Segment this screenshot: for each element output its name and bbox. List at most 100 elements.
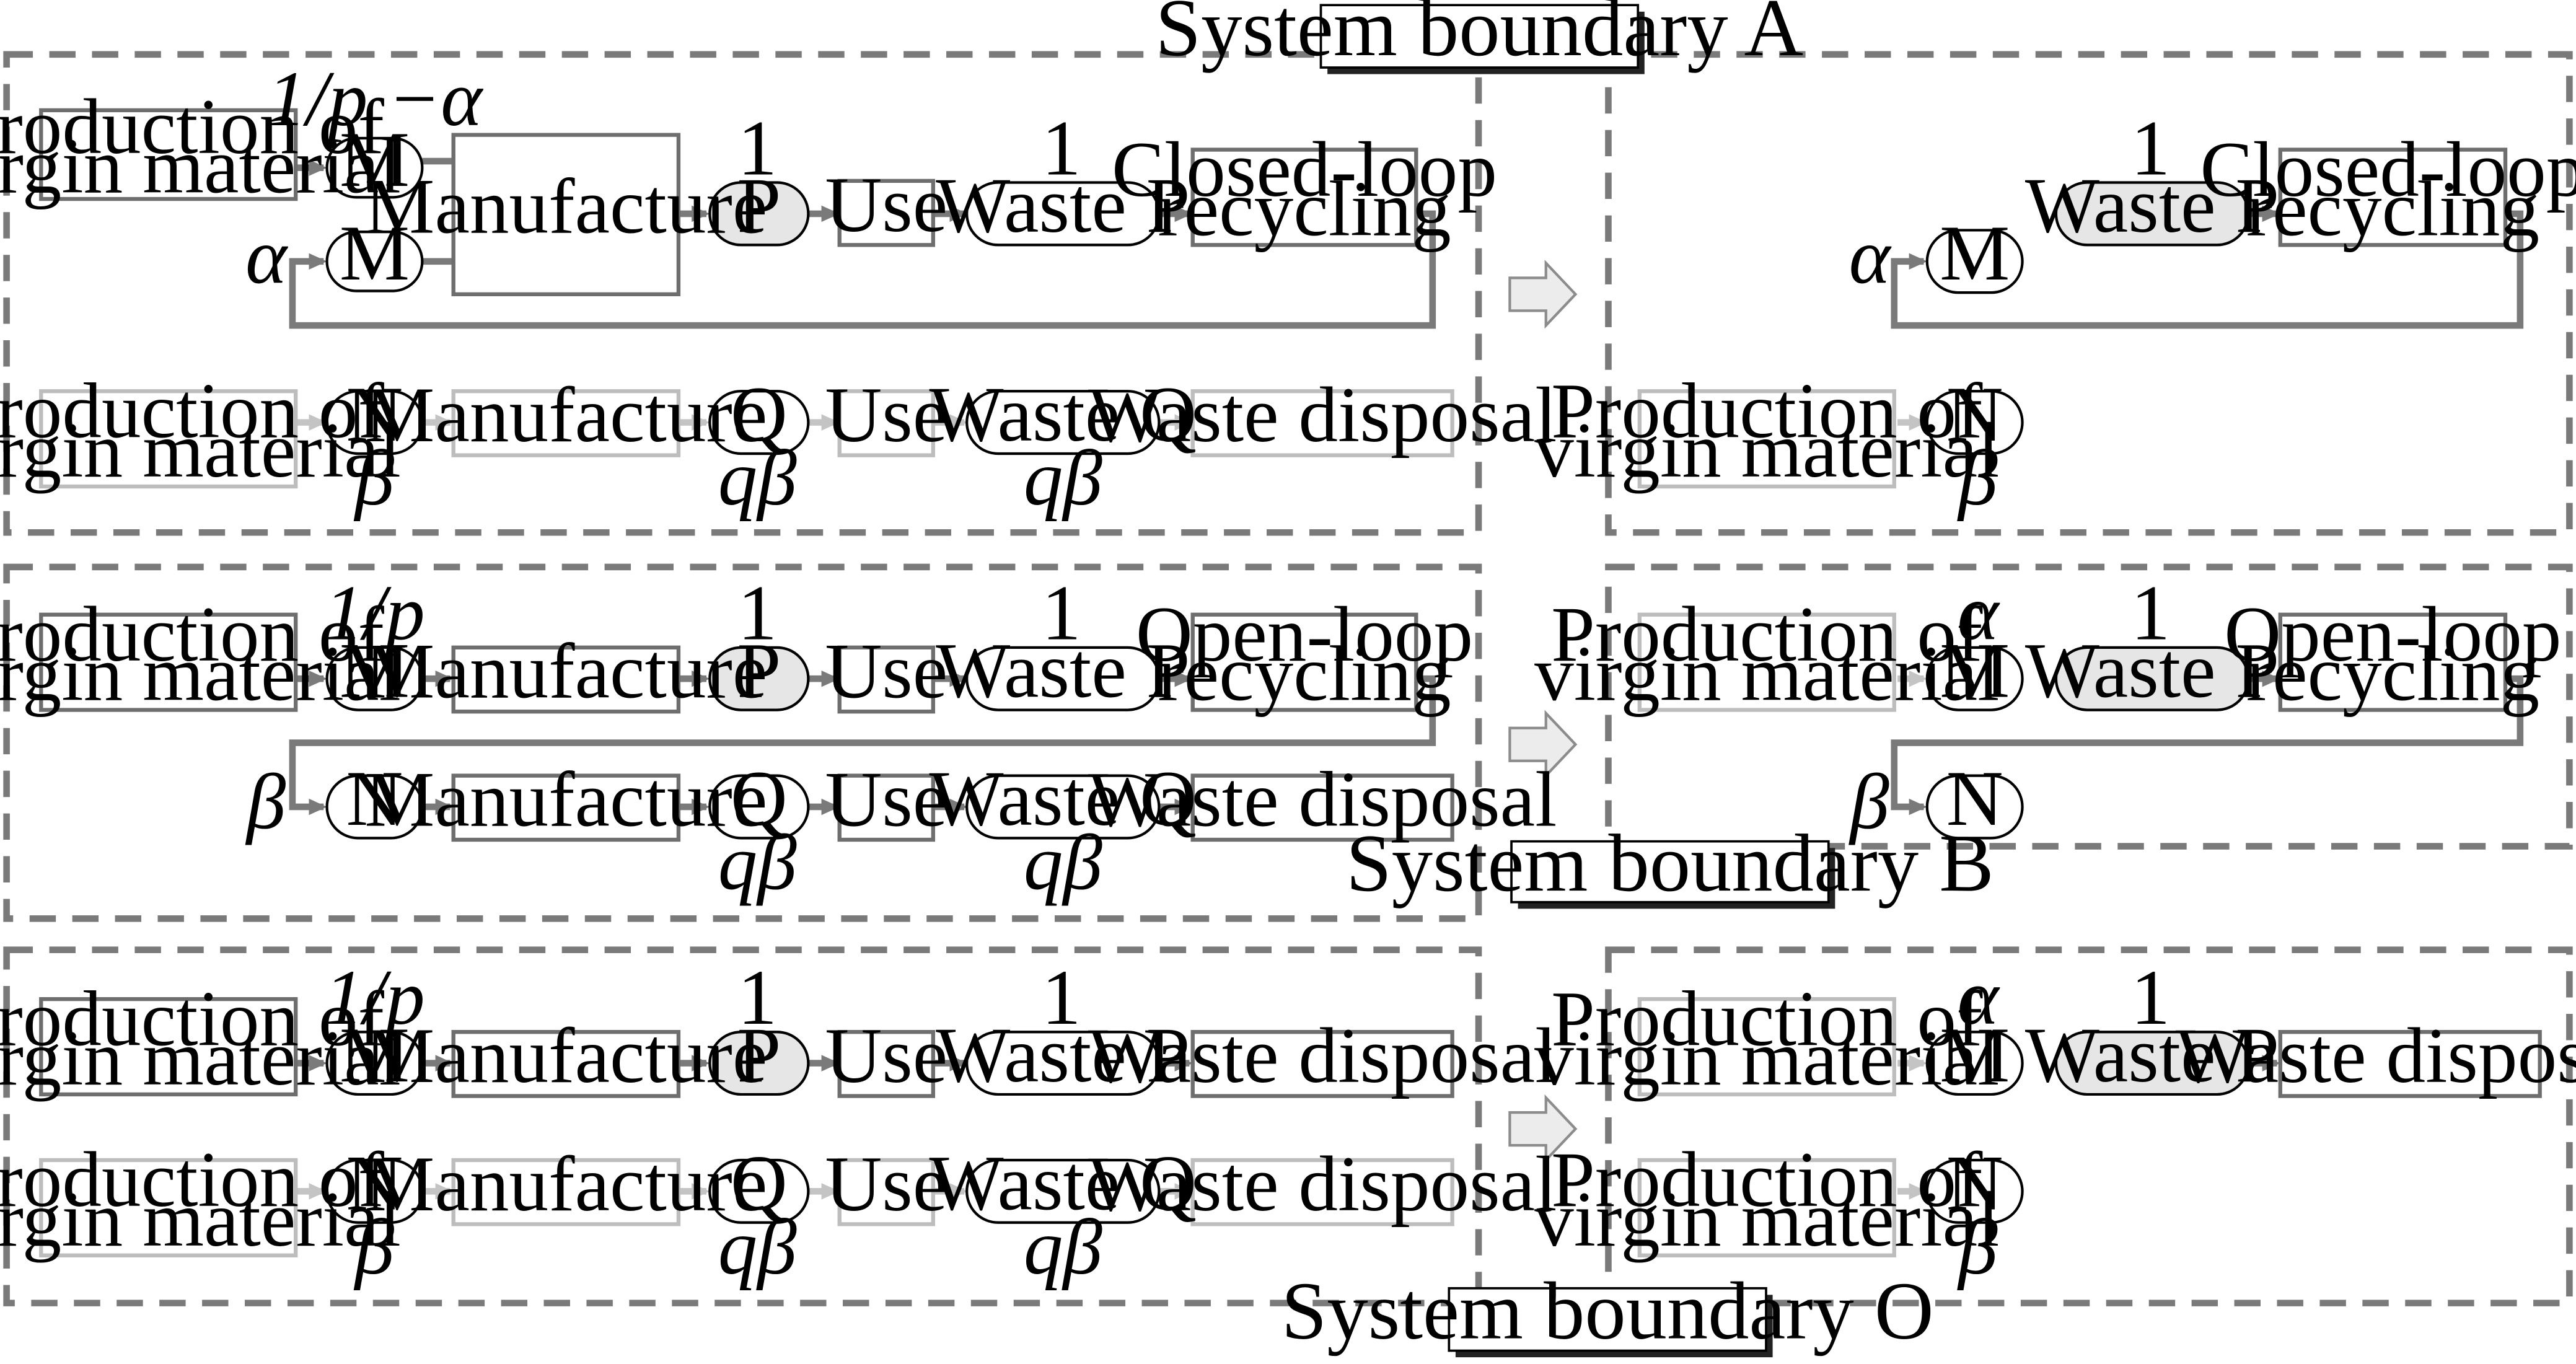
a-manufacture-q-label: Manufacture [364,371,767,459]
b-material-n [325,774,424,840]
a-prod-virgin-n-label-line-2: virgin material [0,407,401,494]
br-flow-open-loop-n [1891,675,2524,816]
or-qty-waste-p: 1 [2131,954,2171,1041]
a-product-q [708,390,810,455]
b-manufacture-p [451,645,681,714]
br-waste-p [2054,646,2250,711]
b-prod-virgin-label-line-2: virgin material [0,630,401,718]
system-boundary-b [1510,840,1830,904]
a-waste-disposal-q [1190,389,1454,457]
a-waste-disposal-q-label: Waste disposal [1088,371,1557,459]
b-use-q [837,773,936,842]
a-closed-loop-label-line-1: Closed-loop [1112,126,1497,213]
or-prod-virgin-n-label-line-2: virgin material [1534,1176,1999,1263]
o-prod-virgin-n-label-line-2: virgin material [0,1176,401,1263]
br-material-n [1925,774,2024,840]
br-prod-virgin-label-line-1: Production of [1551,591,1983,678]
a-material-m-virgin [325,136,424,199]
ar-closed-loop-label-line-2: recycling [2246,165,2539,252]
system-boundary-o [1448,1287,1767,1352]
o-waste-disposal-q [1190,1158,1454,1226]
o-qty-waste-q-beta: qβ [1024,1203,1103,1291]
o-waste-p [965,1031,1161,1096]
b-open-loop-label-line-2: recycling [1158,630,1451,718]
b-qty-virgin: 1/p [324,570,425,657]
a-product-p [708,181,810,247]
a-prod-virgin [39,108,298,201]
a-waste-p [965,181,1161,247]
br-qty-beta: β [1848,758,1889,845]
or-prod-virgin-m [1637,997,1896,1097]
ar-flow-closed-loop-return [1891,210,2524,329]
br-open-loop-label-line-1: Open-loop [2224,591,2561,678]
o-prod-virgin-n [39,1158,298,1257]
frame-o-right [1605,946,2573,1306]
b-use-q-label: Use [825,756,947,843]
b-product-p [708,646,810,711]
or-prod-virgin-n-label-line-1: Production of [1551,1136,1983,1223]
b-manufacture-q-label: Manufacture [364,756,767,843]
br-prod-virgin [1637,612,1896,712]
a-flow-closed-loop-return [289,210,1436,329]
or-waste-p-label: Waste P [2025,1011,2279,1099]
b-use-p-label: Use [825,628,947,715]
ar-material-m [1925,229,2024,294]
transition-arrow-b [1508,710,1578,779]
ar-closed-loop-label-line-1: Closed-loop [2200,126,2576,213]
o-material-n-label: N [346,1140,403,1227]
o-qty-q-beta: qβ [718,1203,798,1291]
transition-arrow-a [1508,260,1578,329]
a-qty-alpha: α [245,213,288,300]
a-qty-waste-p: 1 [1042,104,1081,191]
o-manufacture-p [451,1030,681,1098]
b-waste-p-label: Waste P [936,627,1190,714]
or-qty-beta: β [1956,1203,1998,1291]
b-waste-disposal-q [1190,773,1454,842]
b-product-p-label: P [737,627,781,714]
b-product-q-label: Q [731,755,788,842]
a-qty-waste-q-beta: qβ [1024,434,1103,522]
br-material-m-label: M [1940,627,2010,714]
o-product-p-label: P [737,1011,781,1099]
system-boundary-a-label: System boundary A [1156,0,1804,73]
o-prod-virgin-label-line-1: Production of [0,975,384,1062]
a-manufacture-q [451,389,681,457]
o-product-q [708,1158,810,1224]
o-use-q [837,1158,936,1226]
or-prod-virgin-n [1637,1158,1896,1257]
a-qty-beta: β [353,434,395,522]
a-use-q-label: Use [825,371,947,459]
br-waste-p-label: Waste P [2025,627,2279,714]
b-qty-waste-p: 1 [1042,570,1081,657]
or-material-m [1925,1031,2024,1096]
a-prod-virgin-label-line-2: virgin material [0,122,401,209]
o-manufacture-q-label: Manufacture [364,1140,767,1228]
o-product-q-label: Q [731,1140,788,1227]
b-qty-p: 1 [737,570,777,657]
ar-material-m-label: M [1940,209,2010,297]
ar-qty-beta: β [1956,434,1998,522]
or-material-m-label: M [1940,1011,2010,1099]
or-waste-p [2054,1031,2250,1096]
a-manufacture [451,133,681,297]
a-product-p-label: P [737,162,781,249]
a-closed-loop-label-line-2: recycling [1158,165,1451,252]
a-prod-virgin-label-line-1: Production of [0,83,384,170]
a-qty-q-beta: qβ [718,434,798,522]
ar-prod-virgin-n [1637,389,1896,489]
br-open-loop-label-line-2: recycling [2246,630,2539,718]
o-manufacture-p-label: Manufacture [364,1012,767,1099]
br-qty-waste-p: 1 [2131,570,2171,657]
ar-material-n [1925,390,2024,455]
br-open-loop [2278,612,2508,712]
o-prod-virgin-label-line-2: virgin material [0,1014,401,1102]
ar-qty-alpha: α [1849,213,1892,300]
system-boundary-a [1319,4,1640,69]
system-boundary-b-label: System boundary B [1346,817,1994,909]
br-qty-alpha: α [1958,570,2000,657]
a-qty-p: 1 [737,104,777,191]
b-waste-disposal-q-label: Waste disposal [1088,756,1557,843]
a-closed-loop [1190,147,1418,247]
b-manufacture-q [451,773,681,842]
